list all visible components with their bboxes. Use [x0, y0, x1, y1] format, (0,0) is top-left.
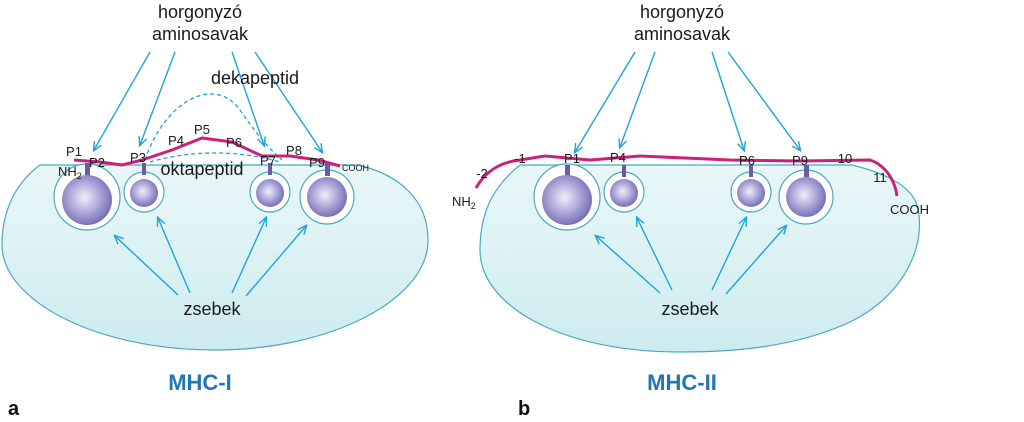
- pockets-label-b: zsebek: [661, 299, 719, 319]
- mhc-ii-title: MHC-II: [647, 370, 717, 395]
- pos-p6-b: P6: [739, 153, 755, 168]
- pos-p4-b: P4: [610, 150, 626, 165]
- oktapeptid-dashed: [149, 152, 281, 163]
- pos-minus1-b: -1: [514, 151, 526, 166]
- anchor-label-line1-b: horgonyzó: [640, 2, 724, 22]
- pos-p5-a: P5: [194, 122, 210, 137]
- pos-p1-b: P1: [564, 151, 580, 166]
- arrows-top-b: [575, 51, 800, 152]
- cooh-label-a: COOH: [342, 163, 369, 173]
- arrows-bottom-a: [115, 218, 306, 297]
- pos-p3-a: P3: [130, 150, 146, 165]
- anchor-label-line1-a: horgonyzó: [158, 2, 242, 22]
- arrows-bottom-b: [596, 218, 786, 295]
- pos-p9-a: P9: [309, 155, 325, 170]
- pos-11-b: 11: [873, 170, 887, 185]
- anchor-label-line2-a: aminosavak: [152, 24, 249, 44]
- dekapeptid-label: dekapeptid: [211, 68, 299, 88]
- panel-letter-a: a: [8, 398, 20, 420]
- peptide-a: [73, 136, 341, 168]
- pockets-label-a: zsebek: [183, 299, 241, 319]
- anchor-residues-a: [62, 163, 347, 225]
- pos-p2-a: P2: [89, 155, 105, 170]
- oktapeptid-label: oktapeptid: [160, 159, 243, 179]
- pos-p9-b: P9: [792, 153, 808, 168]
- nh2-label-b: NH2: [452, 194, 476, 211]
- pos-p6-a: P6: [226, 135, 242, 150]
- panel-b: horgonyzó aminosavak -2 -1 P1 P4 P6 P9 1…: [452, 2, 929, 420]
- panel-letter-b: b: [518, 398, 530, 420]
- panel-a: horgonyzó aminosavak dekapeptid oktapept…: [1, 2, 429, 420]
- pos-p4-a: P4: [168, 133, 184, 148]
- dekapeptid-dashed: [144, 93, 283, 161]
- pos-p1-a: P1: [66, 144, 82, 159]
- pos-minus2-b: -2: [476, 166, 488, 181]
- nh2-label-a: NH2: [58, 164, 82, 181]
- anchor-residues-b: [542, 165, 826, 225]
- pos-10-b: 10: [838, 151, 852, 166]
- anchor-label-line2-b: aminosavak: [634, 24, 731, 44]
- mhc-i-title: MHC-I: [168, 370, 232, 395]
- cooh-label-b: COOH: [890, 202, 929, 217]
- arrows-top-a: [94, 51, 322, 152]
- pos-p7-a: P7: [260, 153, 276, 168]
- pos-p8-a: P8: [286, 143, 302, 158]
- peptide-b: [474, 154, 899, 197]
